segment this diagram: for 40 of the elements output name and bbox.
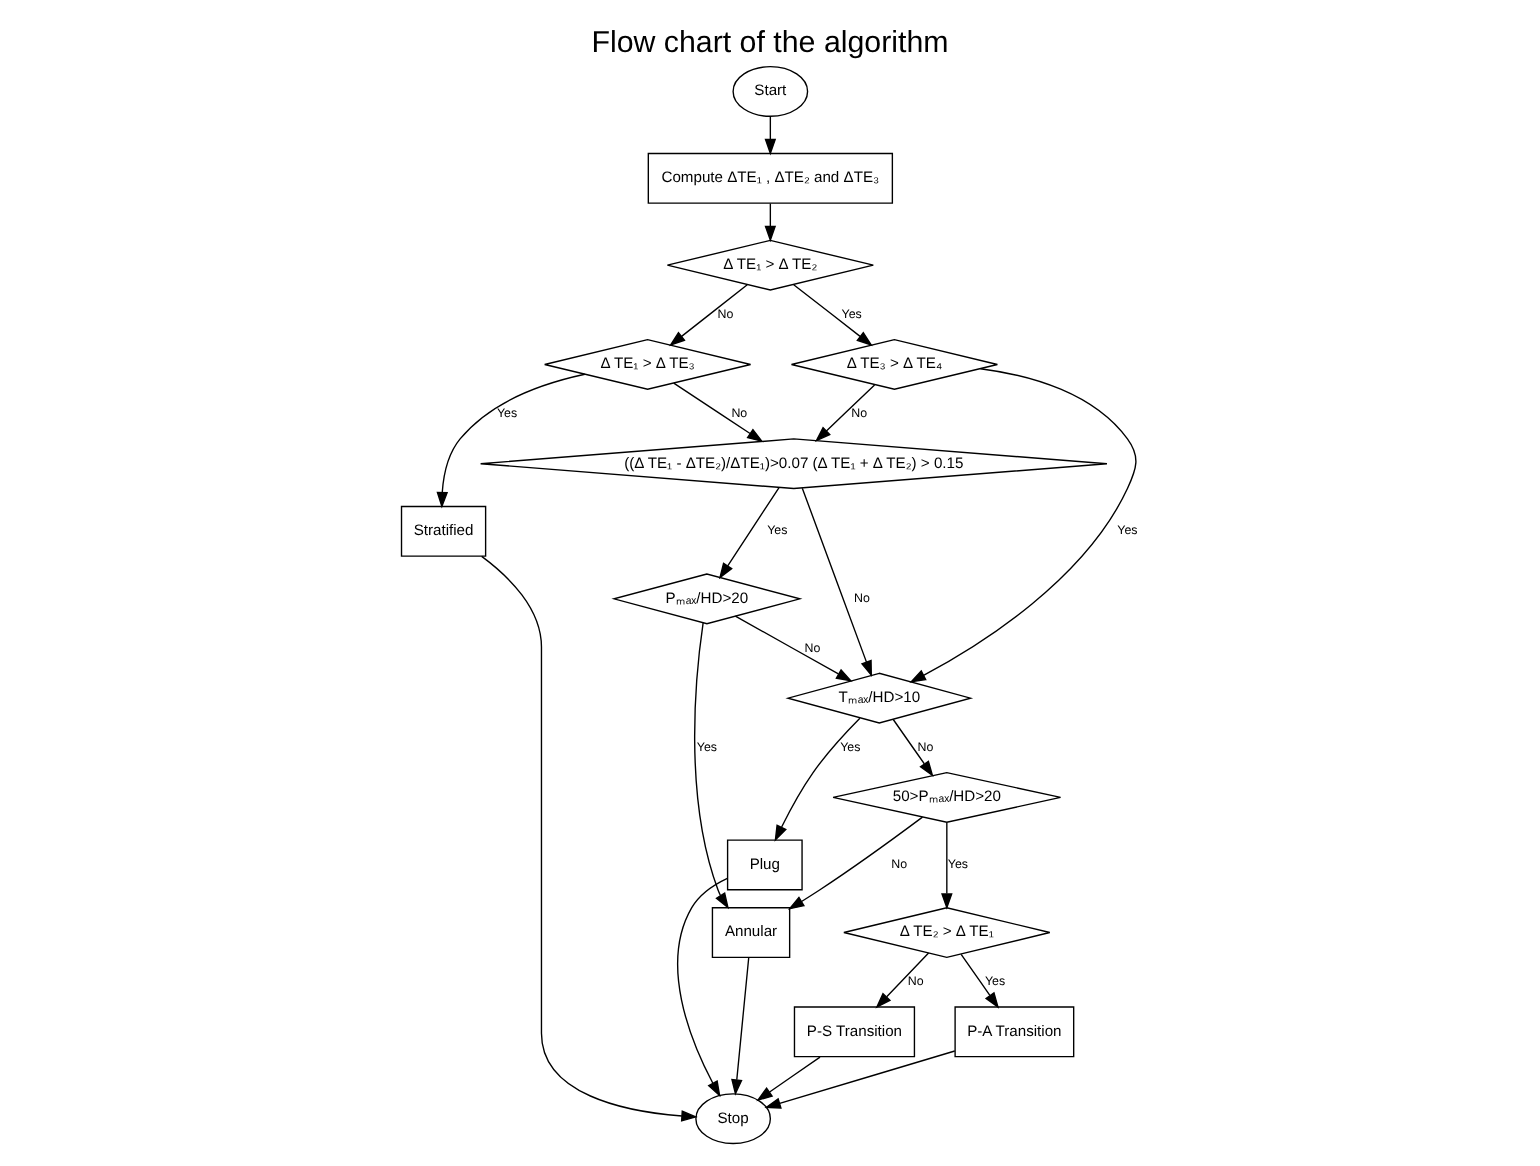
node-diamond: Δ TE₃ > Δ TE₄: [790, 338, 999, 390]
arrow: [793, 284, 873, 347]
node-box: P-A Transition: [954, 1006, 1075, 1058]
arrow: [764, 202, 777, 243]
node-box: Stratified: [400, 505, 487, 557]
node-diamond: Pₘₐₓ/HD>20: [611, 573, 803, 625]
node-ellipse: Stop: [695, 1093, 772, 1145]
arrow: [731, 956, 750, 1096]
node-ellipse: Start: [732, 65, 809, 117]
node-box: Annular: [711, 907, 791, 959]
arrow: [774, 717, 861, 842]
arrow: [814, 384, 876, 443]
arrow: [756, 1056, 821, 1102]
arrow: [764, 1050, 956, 1109]
node-diamond: Δ TE₁ > Δ TE₂: [666, 239, 874, 291]
arrow: [734, 615, 853, 682]
arrow: [481, 555, 698, 1122]
diagram-title: Flow chart of the algorithm: [591, 26, 949, 61]
arrow: [875, 952, 930, 1009]
node-diamond: Δ TE₁ > Δ TE₃: [544, 338, 752, 390]
node-box: Compute ΔTE₁ , ΔTE₂ and ΔTE₃: [647, 152, 894, 204]
arrow: [801, 487, 873, 678]
arrow: [718, 486, 780, 580]
node-diamond: 50>Pₘₐₓ/HD>20: [832, 771, 1062, 823]
arrow: [960, 953, 1000, 1009]
arrow: [673, 382, 764, 443]
arrow: [669, 284, 748, 347]
node-box: P-S Transition: [793, 1006, 916, 1058]
node-diamond: Tₘₐₓ/HD>10: [785, 672, 974, 724]
arrow: [693, 622, 730, 910]
node-box: Plug: [726, 839, 803, 891]
arrow: [941, 821, 953, 910]
arrow: [764, 116, 777, 156]
node-diamond: ((Δ TE₁ - ΔTE₂)/ΔTE₁)>0.07 (Δ TE₁ + Δ TE₂) > 0.15: [479, 438, 1108, 490]
node-diamond: Δ TE₂ > Δ TE₁: [843, 907, 1051, 959]
arrow: [892, 718, 934, 778]
arrow: [787, 816, 924, 910]
arrow: [677, 877, 729, 1098]
arrow: [909, 368, 1137, 683]
arrow: [436, 373, 586, 509]
